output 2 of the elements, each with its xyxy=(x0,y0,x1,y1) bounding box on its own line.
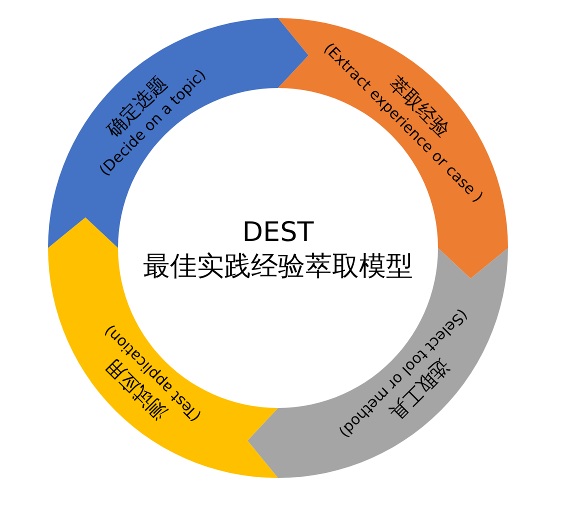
title-text: DEST xyxy=(242,216,314,250)
subtitle-text: 最佳实践经验萃取模型 xyxy=(143,250,413,284)
